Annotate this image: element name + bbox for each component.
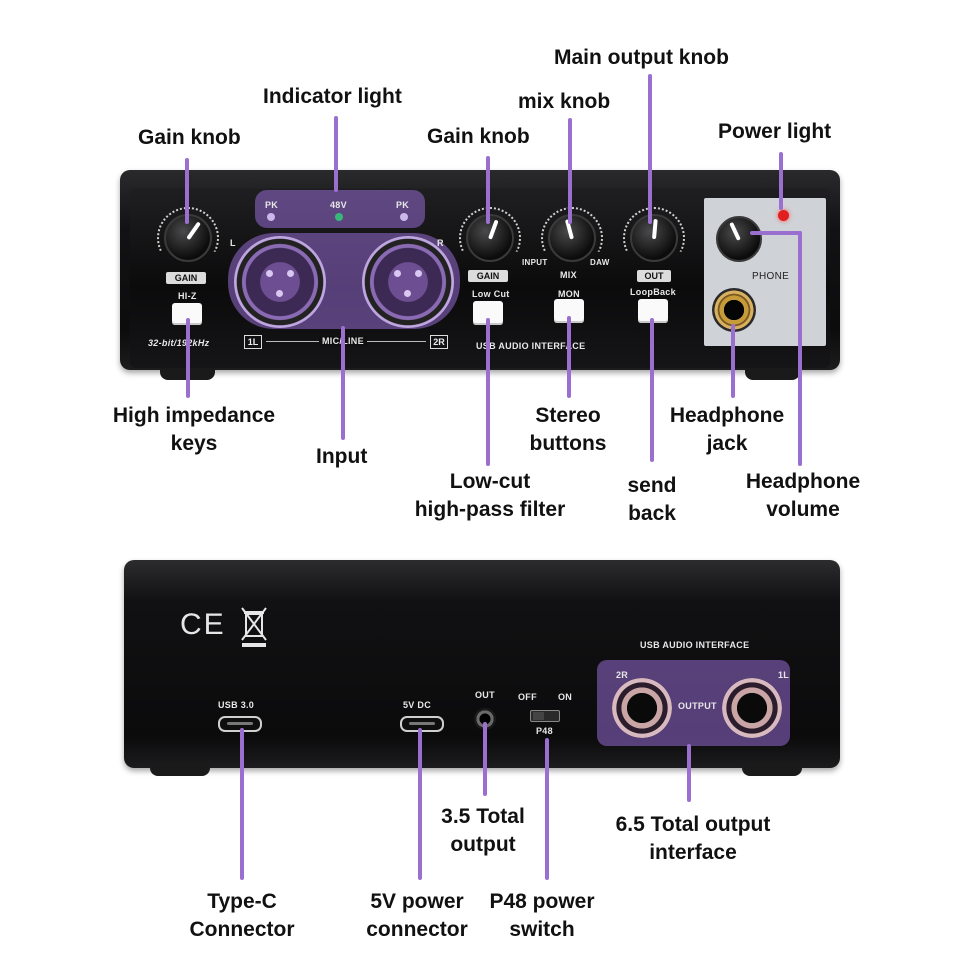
gain-left-badge: GAIN	[166, 272, 206, 284]
caption-mix-knob: mix knob	[518, 90, 611, 113]
input-1l-badge: 1L	[244, 335, 262, 349]
headphone-volume-knob[interactable]	[716, 216, 762, 262]
48v-led	[335, 213, 343, 221]
line-input	[341, 326, 345, 440]
caption-indicator-light: Indicator light	[263, 85, 402, 108]
combo-input-1l[interactable]	[234, 236, 326, 328]
channel-r-label: R	[437, 238, 444, 248]
pk-right-led	[400, 213, 408, 221]
line-hiz	[186, 318, 190, 398]
output-2r-label: 2R	[616, 670, 629, 680]
line-gain-right	[486, 156, 490, 224]
line-gain-left	[185, 158, 189, 224]
loopback-label: LoopBack	[630, 287, 676, 297]
p48-switch[interactable]	[530, 710, 560, 722]
output-1l-label: 1L	[778, 670, 790, 680]
hiz-button[interactable]	[172, 303, 202, 325]
line-headphone-volume-v	[798, 231, 802, 466]
line-low-cut	[486, 318, 490, 466]
line-stereo	[567, 316, 571, 398]
gain-knob-right[interactable]	[459, 207, 521, 262]
mix-knob[interactable]	[541, 207, 603, 262]
output-2r-jack[interactable]	[612, 678, 672, 738]
pk-right-label: PK	[396, 200, 410, 210]
output-label: OUTPUT	[678, 701, 717, 711]
front-foot-right	[745, 366, 800, 380]
line-type-c	[240, 728, 244, 880]
line-power	[779, 152, 783, 210]
spec-label: 32-bit/192kHz	[148, 338, 210, 348]
48v-label: 48V	[330, 200, 347, 210]
output-1l-jack[interactable]	[722, 678, 782, 738]
line-65-output	[687, 744, 691, 802]
caption-input: Input	[316, 445, 368, 468]
low-cut-label: Low Cut	[472, 289, 510, 299]
off-label: OFF	[518, 692, 537, 702]
indicator-light-highlight	[255, 190, 425, 228]
ce-mark: CE	[180, 608, 226, 641]
line-mix	[568, 118, 572, 224]
pk-left-led	[267, 213, 275, 221]
input-2r-badge: 2R	[430, 335, 448, 349]
usb-audio-interface-back: USB AUDIO INTERFACE	[640, 640, 750, 650]
channel-l-label: L	[230, 238, 236, 248]
out-35-jack[interactable]	[474, 708, 496, 730]
line-send-back	[650, 318, 654, 462]
usb-audio-interface-front: USB AUDIO INTERFACE	[476, 341, 586, 351]
gain-right-badge: GAIN	[468, 270, 508, 282]
out-35-label: OUT	[475, 690, 495, 700]
out-badge: OUT	[637, 270, 671, 282]
p48-label: P48	[536, 726, 553, 736]
line-indicator	[334, 116, 338, 192]
combo-input-2r[interactable]	[362, 236, 454, 328]
mon-label: MON	[558, 289, 580, 299]
caption-gain-knob-left: Gain knob	[138, 126, 241, 149]
power-light-led	[778, 210, 789, 221]
phone-label: PHONE	[752, 271, 790, 282]
caption-main-output-knob: Main output knob	[554, 46, 729, 69]
line-headphone-volume-h	[750, 231, 802, 235]
5v-power-port[interactable]	[400, 716, 444, 732]
5v-dc-label: 5V DC	[403, 700, 432, 710]
line-headphone-jack	[731, 324, 735, 398]
line-p48	[545, 738, 549, 880]
mix-input-label: INPUT	[522, 258, 548, 267]
line-35-output	[483, 722, 487, 796]
main-output-knob[interactable]	[623, 207, 685, 262]
line-5v-power	[418, 728, 422, 880]
line-main-output	[648, 74, 652, 224]
back-foot-right	[742, 762, 802, 776]
usb30-label: USB 3.0	[218, 700, 255, 710]
caption-power-light: Power light	[718, 120, 832, 143]
hiz-label: HI-Z	[178, 291, 197, 301]
mix-daw-label: DAW	[590, 258, 610, 267]
weee-bin-icon	[241, 607, 267, 647]
caption-gain-knob-right: Gain knob	[427, 125, 530, 148]
back-foot-left	[150, 762, 210, 776]
mix-label: MIX	[560, 270, 577, 280]
on-label: ON	[558, 692, 573, 702]
pk-left-label: PK	[265, 200, 279, 210]
